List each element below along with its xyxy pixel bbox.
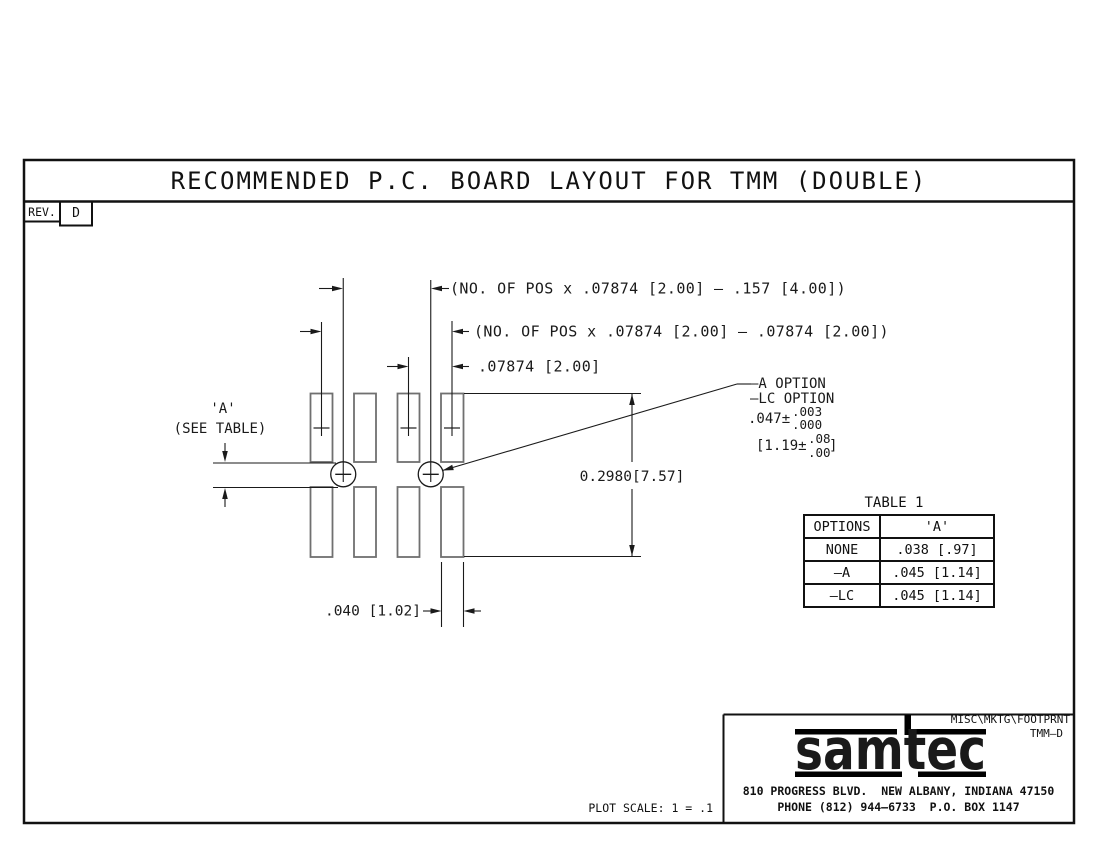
logo-bar-bottom-left: [795, 771, 902, 777]
table-cell-a: .038 [.97]: [879, 537, 995, 562]
table-cell-option: –LC: [803, 583, 881, 608]
logo-bar-top-left: [795, 729, 897, 735]
dim-row-span-text: 0.2980[7.57]: [580, 469, 685, 485]
position-markers: [330, 461, 444, 488]
dim-a-note: (SEE TABLE): [174, 421, 267, 437]
sheet-border: [22, 158, 1076, 825]
table-row: NONE .038 [.97]: [803, 537, 995, 562]
pad-top-2: [353, 392, 377, 463]
samtec-logo: samtec: [795, 715, 986, 783]
table-cell-option: –A: [803, 560, 881, 585]
rev-value-box: [59, 200, 93, 227]
footer-phone: PHONE (812) 944–6733 P.O. BOX 1147: [777, 800, 1020, 814]
tolerance-mm-plus: .08: [808, 431, 831, 446]
dim-a-label: 'A': [210, 401, 235, 417]
table-cell-a: .045 [1.14]: [879, 583, 995, 608]
table1: OPTIONS 'A' NONE .038 [.97] –A .045 [1.1…: [803, 514, 995, 608]
logo-t-ascender: [904, 715, 911, 735]
table-header-a: 'A': [879, 514, 995, 539]
tolerance-mm-open: [1.19±: [756, 438, 807, 454]
table1-title: TABLE 1: [864, 495, 924, 511]
tolerance-inch-main: .047±: [748, 411, 790, 427]
pad-bottom-4: [440, 486, 465, 558]
pad-bottom-1: [309, 486, 334, 558]
extension-lines: [213, 278, 641, 627]
pad-array: [309, 392, 465, 558]
tolerance-mm-close: ]: [829, 438, 837, 454]
logo-bar-top-right: [916, 729, 986, 735]
dimension-texts: (NO. OF POS x .07874 [2.00] – .157 [4.00…: [174, 280, 889, 620]
table-row: –A .045 [1.14]: [803, 560, 995, 585]
dim-pad-width-text: .040 [1.02]: [325, 604, 421, 620]
footer-address: 810 PROGRESS BLVD. NEW ALBANY, INDIANA 4…: [742, 784, 1055, 798]
page-title: RECOMMENDED P.C. BOARD LAYOUT FOR TMM (D…: [170, 167, 928, 195]
pad-bottom-3: [396, 486, 421, 558]
rev-value: D: [72, 206, 80, 221]
footer-drawing-id: TMM–D: [1029, 727, 1063, 740]
dim-positions-text: (NO. OF POS x .07874 [2.00] – .07874 [2.…: [474, 323, 889, 341]
outer-border: [22, 158, 1076, 825]
tolerance-inch-minus: .000: [792, 417, 822, 432]
dim-pitch-text: .07874 [2.00]: [478, 358, 601, 376]
table-header-options: OPTIONS: [803, 514, 881, 539]
rev-label: REV.: [28, 205, 56, 219]
logo-bar-bottom-right: [918, 771, 986, 777]
tolerance-inch-plus: .003: [792, 404, 822, 419]
table-cell-option: NONE: [803, 537, 881, 562]
note-a-option: –A OPTION: [750, 376, 826, 392]
tolerance-mm-minus: .00: [808, 445, 831, 460]
logo-wordmark: samtec: [795, 717, 986, 783]
plot-scale-note: PLOT SCALE: 1 = .1: [588, 801, 713, 815]
note-lc-option: –LC OPTION: [750, 391, 834, 407]
position-marker-circle-1: [330, 461, 357, 488]
table-header-row: OPTIONS 'A': [803, 514, 995, 539]
dimension-lines: [222, 285, 751, 614]
footer-file-path: MISC\MKTG\FOOTPRNT: [950, 713, 1070, 726]
table-cell-a: .045 [1.14]: [879, 560, 995, 585]
pad-bottom-2: [353, 486, 377, 558]
position-marker-circle-2: [417, 461, 444, 488]
dim-overall-text: (NO. OF POS x .07874 [2.00] – .157 [4.00…: [450, 280, 846, 298]
table-row: –LC .045 [1.14]: [803, 583, 995, 608]
